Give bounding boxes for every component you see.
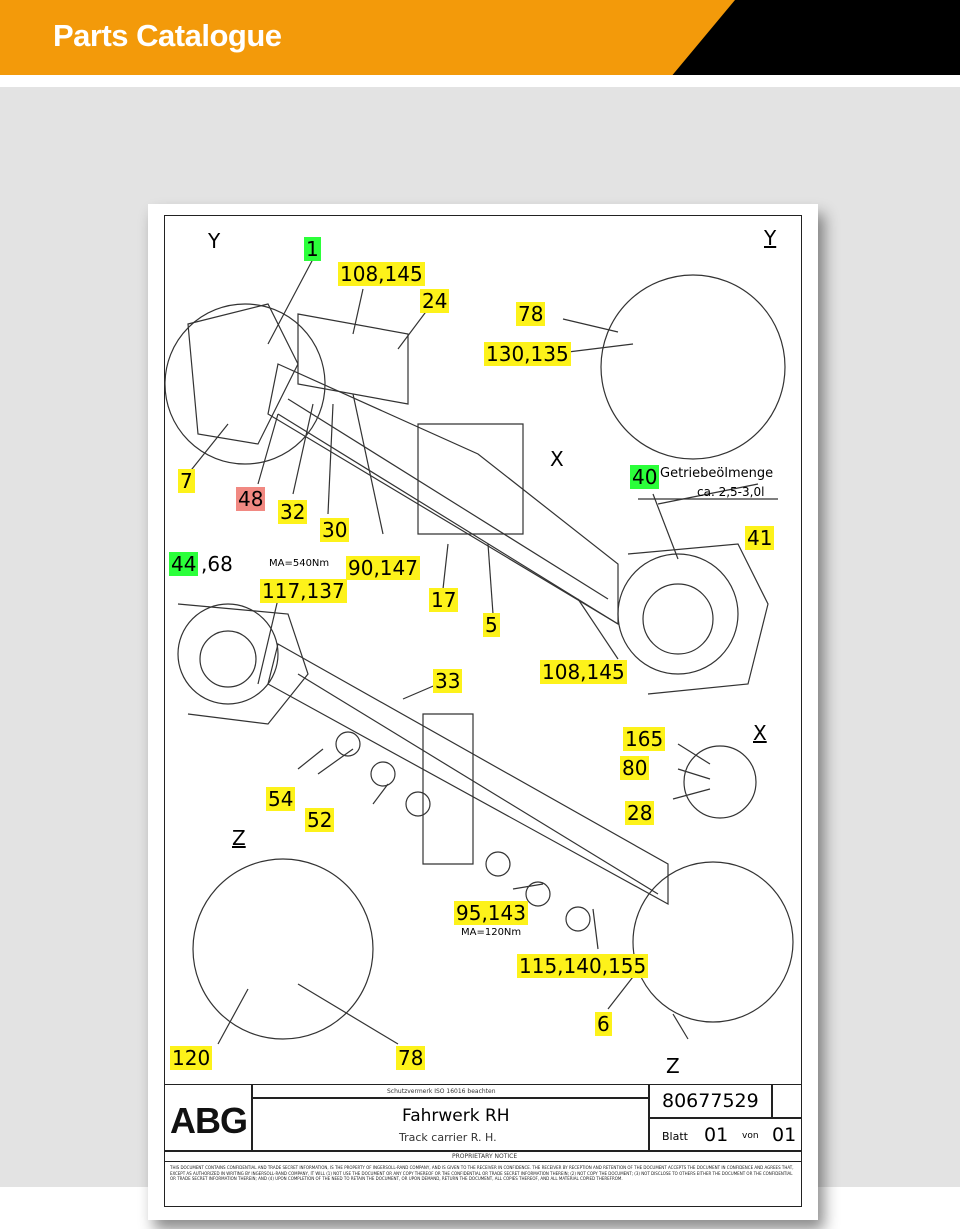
upper-cover-plate	[297, 313, 409, 405]
callout-5: 5	[483, 613, 500, 637]
company-logo: ABG	[170, 1100, 248, 1141]
title-de: Fahrwerk RH	[402, 1106, 510, 1126]
title-block: ABG Schutzvermerk ISO 16016 beachten Fah…	[164, 1084, 802, 1207]
callout-95-143: 95,143	[454, 901, 528, 925]
callout-165: 165	[623, 727, 666, 751]
lower-cross-block	[422, 713, 474, 865]
note-torque-top: MA=540Nm	[269, 558, 330, 569]
callout-80: 80	[620, 756, 650, 780]
track-carrier-drawing	[164, 258, 794, 1045]
callout-68: ,68	[201, 552, 233, 576]
callout-78-top: 78	[516, 302, 546, 326]
view-label-x-top: X	[550, 447, 564, 471]
callout-90-147: 90,147	[346, 556, 420, 580]
proprietary-heading: PROPRIETARY NOTICE	[452, 1153, 518, 1160]
view-label-z-left: Z	[232, 826, 246, 850]
detail-circle-z-right	[632, 861, 794, 1023]
callout-48: 48	[236, 487, 266, 511]
sheet-label: Blatt	[662, 1130, 688, 1143]
callout-52: 52	[305, 808, 335, 832]
detail-circle-y-right	[600, 274, 786, 460]
protection-note: Schutzvermerk ISO 16016 beachten	[387, 1088, 496, 1095]
detail-circle-z-left	[192, 858, 374, 1040]
view-label-y-right: Y	[764, 226, 777, 250]
callout-130-135: 130,135	[484, 342, 571, 366]
callout-117-137: 117,137	[260, 579, 347, 603]
view-label-z-bottom: Z	[666, 1054, 680, 1078]
callout-6: 6	[595, 1012, 612, 1036]
detail-circle-y-left	[164, 303, 326, 465]
note-torque-bottom: MA=120Nm	[461, 927, 522, 938]
page-title: Parts Catalogue	[53, 18, 282, 53]
callout-40: 40	[630, 465, 660, 489]
drawing-sheet: Y Y X X Z Z 1 108,145 24 78 130,135 7 48…	[148, 204, 818, 1220]
callout-115-140-155: 115,140,155	[517, 954, 649, 978]
proprietary-text: THIS DOCUMENT CONTAINS CONFIDENTIAL AND …	[170, 1165, 794, 1181]
callout-30: 30	[320, 518, 350, 542]
callout-28: 28	[625, 801, 655, 825]
callout-24: 24	[420, 289, 450, 313]
sheet-number: 01	[704, 1124, 729, 1146]
of-label: von	[742, 1131, 759, 1141]
view-label-x-right: X	[753, 721, 767, 745]
sheet-total: 01	[772, 1124, 797, 1146]
callout-44: 44	[169, 552, 199, 576]
callout-120: 120	[170, 1046, 213, 1070]
detail-circle-x	[683, 745, 757, 819]
catalogue-stage: Y Y X X Z Z 1 108,145 24 78 130,135 7 48…	[0, 87, 960, 1220]
callout-41: 41	[745, 526, 775, 550]
upper-cross-block	[417, 423, 524, 535]
title-en: Track carrier R. H.	[399, 1131, 497, 1144]
part-number: 80677529	[662, 1090, 759, 1112]
callout-1: 1	[304, 237, 321, 261]
note-getriebe: Getriebeölmenge	[660, 466, 774, 481]
callout-54: 54	[266, 787, 296, 811]
view-label-y-left: Y	[208, 229, 221, 253]
callout-17: 17	[429, 588, 459, 612]
callout-108-145-top: 108,145	[338, 262, 425, 286]
header-accent	[0, 0, 735, 75]
callout-7: 7	[178, 469, 195, 493]
callout-108-145-bottom: 108,145	[540, 660, 627, 684]
callout-33: 33	[433, 669, 463, 693]
callout-78-bottom: 78	[396, 1046, 426, 1070]
lower-beam	[267, 643, 669, 906]
header-banner: Parts Catalogue	[0, 0, 960, 75]
callout-32: 32	[278, 500, 308, 524]
note-getriebe-amount: ca. 2,5-3,0l	[697, 485, 765, 499]
upper-beam	[267, 363, 619, 626]
